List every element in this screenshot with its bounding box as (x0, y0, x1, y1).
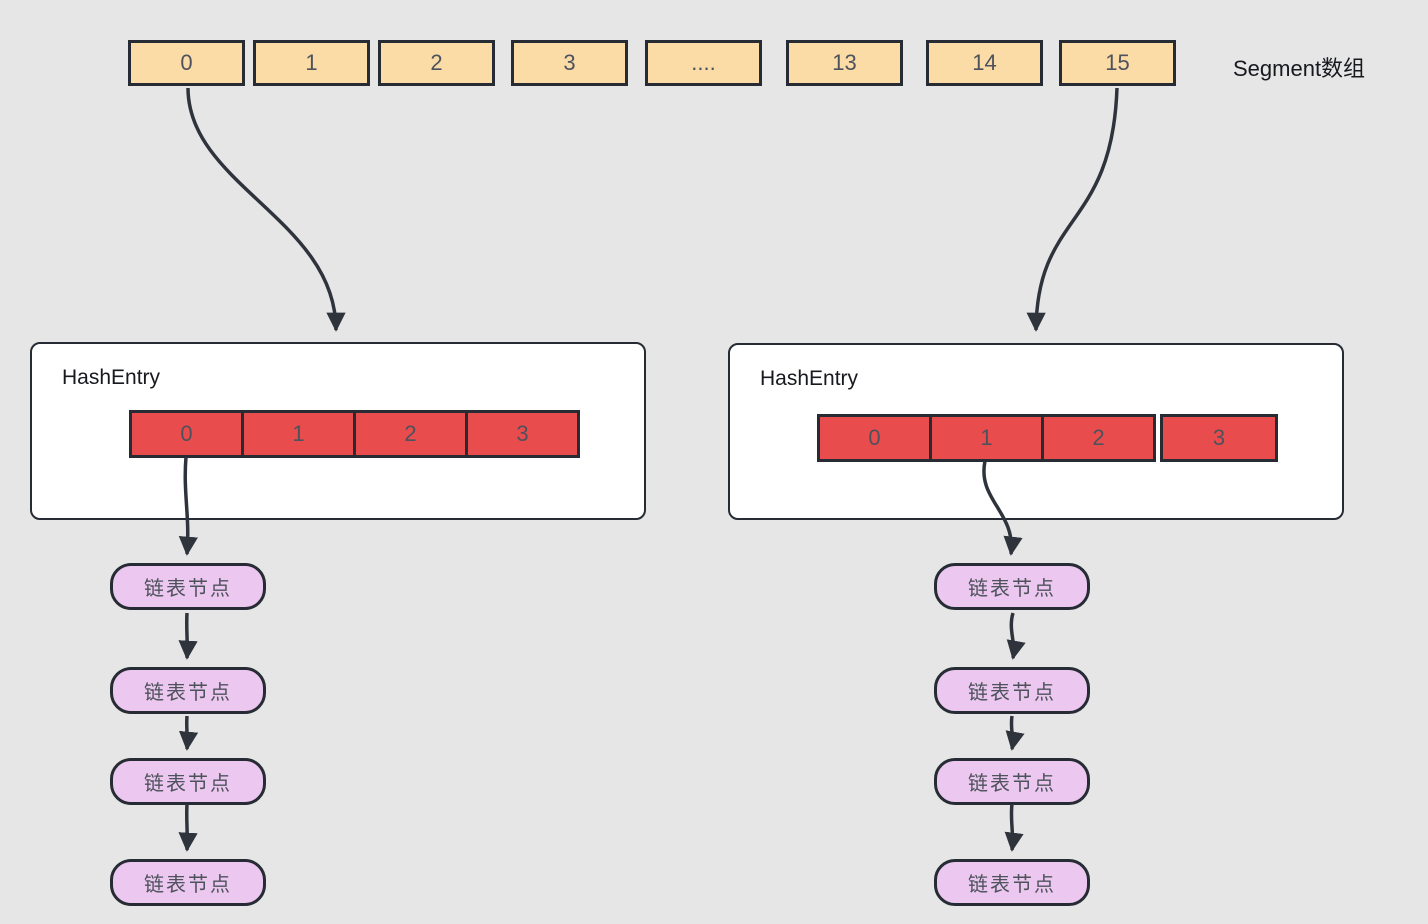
arrow-left-node1-node2 (178, 612, 198, 660)
bucket-cell: 1 (929, 414, 1044, 462)
hashentry-box-left: HashEntry 0 1 2 3 (30, 342, 646, 520)
segment-cell-0: 0 (128, 40, 245, 86)
hashentry-array-left: 0 1 2 3 (129, 410, 580, 458)
arrow-right-node1-node2 (1006, 612, 1026, 660)
list-node: 链表节点 (110, 563, 266, 610)
segment-cell-13: 13 (786, 40, 903, 86)
segment-cell-1: 1 (253, 40, 370, 86)
list-node: 链表节点 (110, 859, 266, 906)
arrow-segment0-to-left-hashentry (186, 87, 346, 332)
list-node: 链表节点 (934, 667, 1090, 714)
hashentry-box-right: HashEntry 0 1 2 3 (728, 343, 1344, 520)
arrow-right-node2-node3 (1005, 715, 1025, 751)
segment-cell-3: 3 (511, 40, 628, 86)
bucket-cell: 1 (241, 410, 356, 458)
hashentry-title-left: HashEntry (62, 366, 161, 389)
bucket-cell: 3 (1160, 414, 1278, 462)
segment-cell-ellipsis: .... (645, 40, 762, 86)
bucket-cell: 0 (129, 410, 244, 458)
segment-cell-2: 2 (378, 40, 495, 86)
arrow-right-node3-node4 (1004, 803, 1024, 852)
list-node: 链表节点 (934, 758, 1090, 805)
bucket-cell: 3 (465, 410, 580, 458)
list-node: 链表节点 (110, 667, 266, 714)
list-node: 链表节点 (110, 758, 266, 805)
segment-cell-14: 14 (926, 40, 1043, 86)
bucket-cell: 2 (1041, 414, 1156, 462)
list-node: 链表节点 (934, 563, 1090, 610)
hashentry-array-right: 0 1 2 3 (817, 414, 1278, 462)
arrow-left-node2-node3 (178, 715, 199, 751)
hashentry-title-right: HashEntry (760, 367, 859, 390)
segment-array-label: Segment数组 (1233, 56, 1366, 81)
arrow-left-node3-node4 (178, 803, 198, 852)
bucket-cell: 2 (353, 410, 468, 458)
arrow-segment15-to-right-hashentry (1026, 87, 1119, 332)
bucket-cell: 0 (817, 414, 932, 462)
list-node: 链表节点 (934, 859, 1090, 906)
segment-cell-15: 15 (1059, 40, 1176, 86)
